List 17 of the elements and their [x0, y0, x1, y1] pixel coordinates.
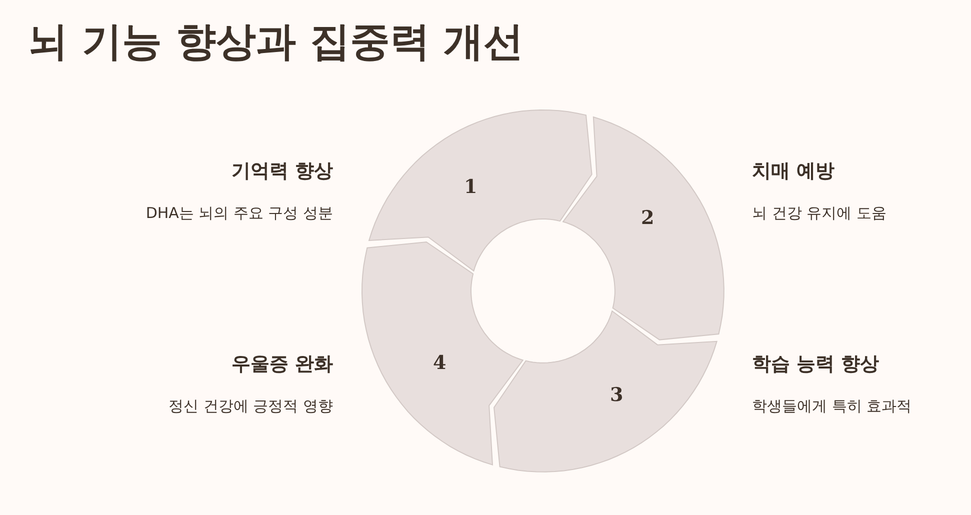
ring-segment: [368, 109, 593, 272]
ring-segment: [492, 310, 718, 473]
step-description: 정신 건강에 긍정적 영향: [168, 397, 333, 415]
step-number: 3: [610, 386, 624, 405]
step-number: 4: [432, 354, 446, 373]
step-heading: 학습 능력 향상: [752, 353, 880, 376]
step-description: 학생들에게 특히 효과적: [752, 397, 912, 415]
step-description: 뇌 건강 유지에 도움: [752, 204, 886, 222]
ring-segment: [562, 116, 725, 341]
ring-segment: [361, 240, 524, 466]
step-number: 1: [464, 178, 478, 197]
step-heading: 기억력 향상: [231, 160, 333, 183]
title: 뇌 기능 향상과 집중력 개선: [28, 18, 524, 66]
step-heading: 우울증 완화: [231, 353, 333, 376]
step-number: 2: [640, 208, 654, 228]
step-description: DHA는 뇌의 주요 구성 성분: [146, 204, 333, 222]
step-heading: 치매 예방: [752, 160, 835, 183]
